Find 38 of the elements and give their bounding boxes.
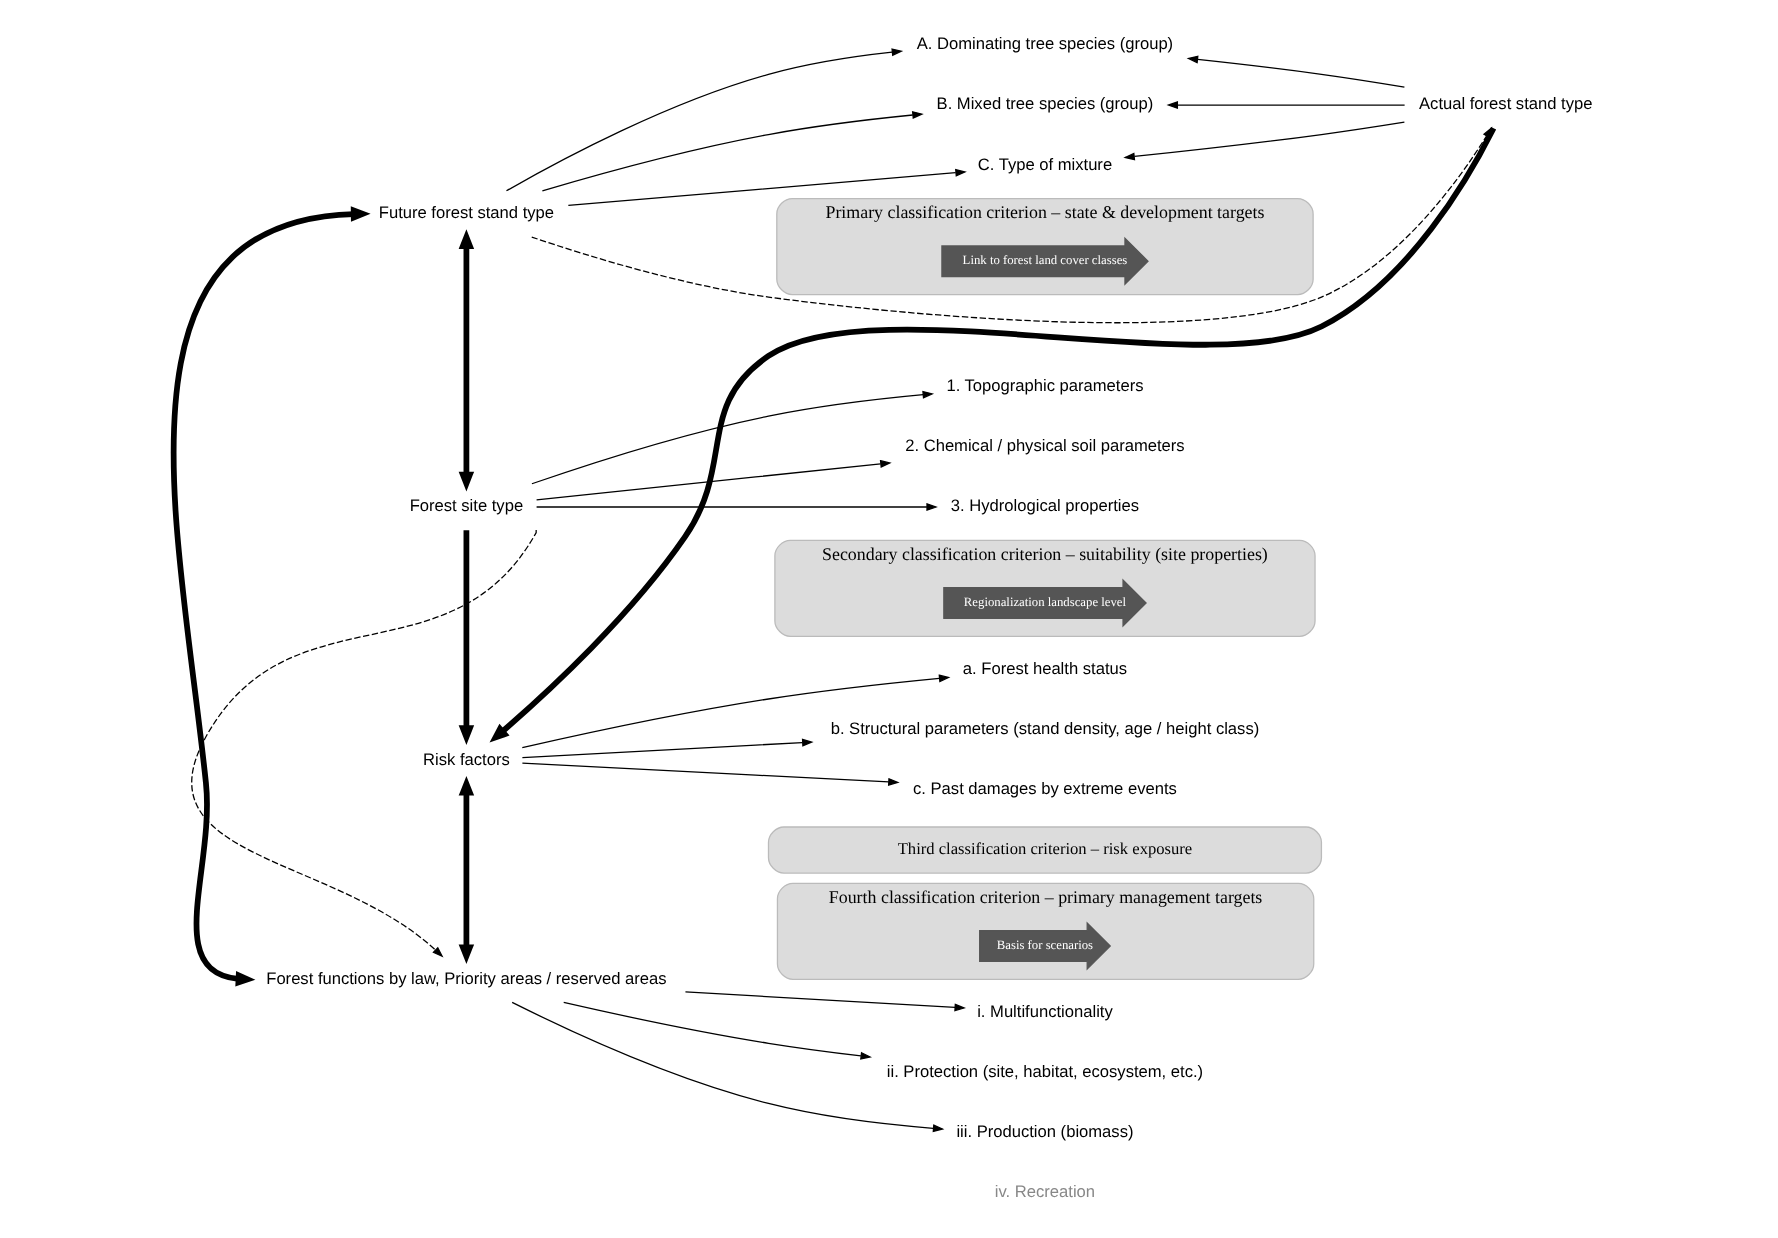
node-text: 1. Topographic parameters: [945, 375, 1143, 396]
arrow: [520, 674, 950, 749]
node-text: c. Past damages by extreme events: [912, 778, 1176, 799]
arrow: [510, 1001, 944, 1133]
arrow: [169, 206, 370, 987]
node-text: A. Dominating tree species (group): [915, 33, 1173, 54]
node-text: C. Type of mixture: [976, 153, 1112, 174]
node-text: b. Structural parameters (stand density, age / height class): [829, 718, 1259, 739]
arrow: [534, 502, 937, 512]
node-text: ii. Protection (site, habitat, ecosystem, etc.): [885, 1061, 1203, 1082]
node-text: i. Multifunctionality: [976, 1000, 1112, 1021]
arrow: [520, 762, 899, 786]
arrow: [683, 991, 965, 1012]
arrow: [566, 168, 966, 206]
arrow: [457, 775, 474, 965]
node-text: Forest site type: [408, 495, 523, 516]
arrow: [457, 530, 474, 746]
arrow: [1122, 121, 1405, 161]
node-text: 3. Hydrological properties: [949, 495, 1139, 516]
node-text: Risk factors: [422, 748, 509, 769]
arrow: [520, 738, 813, 759]
arrow: [504, 48, 903, 192]
arrow: [540, 111, 923, 192]
arrow: [1185, 55, 1405, 88]
node-text: Actual forest stand type: [1418, 93, 1592, 114]
node-text: a. Forest health status: [961, 657, 1127, 678]
node-text: Forest functions by law, Priority areas / reserved areas: [265, 967, 666, 988]
arrow: [562, 1001, 871, 1060]
node-text: B. Mixed tree species (group): [935, 93, 1153, 114]
arrow: [1165, 101, 1405, 110]
arrow: [190, 529, 536, 958]
node-text: Future forest stand type: [377, 202, 554, 223]
arrow: [457, 229, 474, 492]
node-text: 2. Chemical / physical soil parameters: [904, 435, 1184, 456]
node-text: iv. Recreation: [993, 1181, 1095, 1202]
node-text: iii. Production (biomass): [955, 1121, 1133, 1142]
arrow: [530, 390, 934, 485]
arrow: [534, 459, 891, 501]
